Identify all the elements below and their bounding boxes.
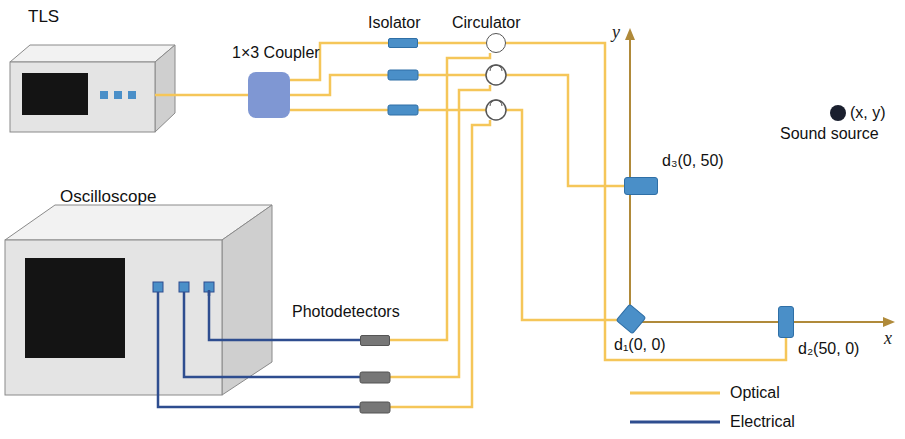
optical-fibre — [418, 42, 486, 45]
sound-source-dot — [830, 105, 846, 121]
device-label: d₃(0, 50) — [662, 152, 724, 170]
device-label: Circulator — [452, 14, 520, 32]
circulator-symbol — [486, 65, 506, 120]
coordinate-axes — [625, 28, 895, 327]
legend-text: Optical — [730, 384, 780, 402]
device-label: (x, y) — [850, 104, 886, 122]
sensor-box: d₂(50, 0) — [778, 306, 794, 338]
oscilloscope-body — [5, 205, 272, 395]
device-label: d₂(50, 0) — [798, 340, 859, 358]
photodetector-box: Photodetectors — [360, 335, 390, 346]
circulator-circle: Circulator — [486, 33, 506, 53]
sensor-box-shape — [778, 306, 794, 338]
device-label: Oscilloscope — [60, 188, 156, 206]
photodetector-symbol — [360, 372, 390, 413]
legend-text: Electrical — [730, 413, 795, 431]
optical-fibre — [390, 53, 490, 340]
isolator-box: Isolator — [388, 38, 418, 48]
optical-fibre — [155, 94, 248, 97]
sensor-box: d₁(0, 0) — [620, 308, 642, 330]
device-label: Sound source — [780, 125, 879, 143]
device-label: 1×3 Coupler — [232, 44, 320, 62]
sound-source: (x, y) Sound source — [775, 100, 900, 145]
sensor-box-shape — [616, 304, 647, 335]
device-label: Photodetectors — [292, 303, 400, 321]
device-label: Isolator — [368, 14, 420, 32]
optical-fibre — [290, 75, 624, 407]
sensor-box: d₃(0, 50) — [624, 177, 658, 195]
laser-source-box: TLS — [10, 62, 155, 132]
axis-label: y — [612, 22, 620, 42]
laser-source-body — [10, 45, 175, 132]
device-label: TLS — [28, 8, 59, 26]
oscilloscope-box-shape — [5, 240, 222, 292]
legend-sample — [630, 393, 720, 422]
circulator-circle-shape — [486, 33, 506, 53]
photodetector-box-shape — [360, 335, 390, 346]
isolator-symbol — [388, 70, 418, 115]
optical-fibre — [506, 43, 786, 360]
laser-source-box-shape — [10, 62, 155, 132]
coupler-box: 1×3 Coupler — [248, 72, 290, 118]
device-label: d₁(0, 0) — [614, 336, 666, 354]
oscilloscope-box: Oscilloscope — [5, 240, 222, 292]
coupler-box-shape — [248, 72, 290, 118]
sensor-box-shape — [624, 177, 658, 195]
axis-label: x — [884, 328, 892, 348]
isolator-box-shape — [388, 38, 418, 48]
